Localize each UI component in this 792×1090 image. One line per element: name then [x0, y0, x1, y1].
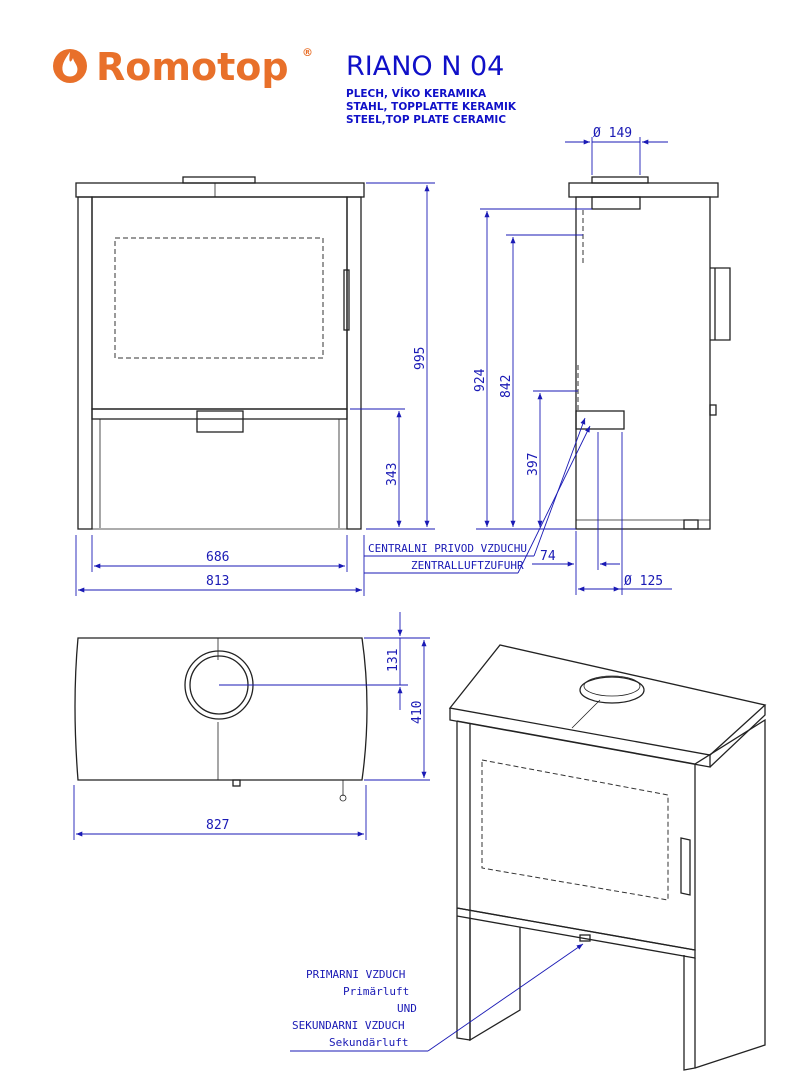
front-right-side [346, 196, 362, 530]
dim-top-flue-offset: 131 [386, 649, 401, 672]
subtitle-cz: PLECH, VÍKO KERAMIKA [346, 87, 487, 100]
front-view [75, 176, 365, 530]
secondary-air-label-cz: SEKUNDARNI VZDUCH [292, 1019, 405, 1032]
iso-top-plate [448, 644, 767, 756]
romotop-logo: Romotop ® [53, 45, 313, 89]
central-air-label-de: ZENTRALLUFTZUFUHR [411, 559, 524, 572]
iso-door-frame [456, 720, 696, 951]
side-dimensions: Ø 149 924 842 397 74 Ø 125 CENTRALNI PRI… [364, 126, 672, 595]
central-air-label-cz: CENTRALNI PRIVOD VZDUCHU [368, 542, 527, 555]
dim-front-inner-width: 686 [206, 550, 229, 565]
front-left-side [77, 196, 93, 530]
subtitle-en: STEEL,TOP PLATE CERAMIC [346, 114, 506, 126]
front-ash-strip [91, 408, 348, 420]
dim-side-flue-diameter: Ø 149 [593, 126, 632, 141]
dim-top-depth: 410 [410, 701, 425, 724]
side-air-inlet [575, 410, 625, 430]
top-view [74, 637, 368, 802]
iso-door-glass [481, 759, 669, 901]
iso-right-side [694, 718, 766, 1069]
front-door-handle [343, 269, 350, 331]
dim-side-air-height: 397 [526, 453, 541, 476]
side-body [575, 196, 711, 530]
dim-front-height: 995 [413, 347, 428, 370]
und-label: UND [397, 1002, 417, 1015]
model-title: RIANO N 04 [346, 51, 504, 82]
front-air-control [196, 410, 244, 433]
side-top-lid [591, 176, 649, 184]
iso-door-handle [680, 837, 691, 896]
side-view [568, 176, 731, 530]
top-dimensions: 131 410 827 [73, 612, 430, 840]
dim-side-back-height: 842 [499, 375, 514, 398]
top-plate-outline [74, 637, 368, 781]
isometric-view [448, 644, 767, 1071]
dim-side-air-diameter: Ø 125 [624, 574, 663, 589]
brand-name: Romotop [96, 45, 289, 89]
primary-air-label-cz: PRIMARNI VZDUCH [306, 968, 405, 981]
brand-registered-mark: ® [302, 46, 313, 59]
front-top-plate [75, 182, 365, 198]
primary-air-label-de: Primärluft [343, 985, 409, 998]
dim-side-air-offset: 74 [540, 549, 556, 564]
dim-front-door-bottom: 343 [385, 463, 400, 486]
front-door [91, 196, 348, 410]
title-block: RIANO N 04 PLECH, VÍKO KERAMIKA STAHL, T… [346, 51, 517, 126]
iso-left-edge [456, 721, 471, 1041]
iso-annotations: PRIMARNI VZDUCH Primärluft UND SEKUNDARN… [290, 943, 584, 1052]
dim-front-outer-width: 813 [206, 574, 229, 589]
front-door-glass [114, 237, 324, 359]
front-dimensions: 995 343 686 813 [75, 182, 435, 596]
subtitle-de: STAHL, TOPPLATTE KERAMIK [346, 101, 517, 113]
side-door-handle [710, 267, 731, 341]
dim-side-flue-height: 924 [473, 368, 488, 392]
side-top-plate [568, 182, 719, 198]
front-top-lid [182, 176, 256, 184]
secondary-air-label-de: Sekundärluft [329, 1036, 408, 1049]
iso-flue-lid [579, 676, 645, 704]
dim-top-width: 827 [206, 818, 229, 833]
flame-glyph [62, 52, 78, 77]
side-flue-collar [591, 196, 641, 210]
